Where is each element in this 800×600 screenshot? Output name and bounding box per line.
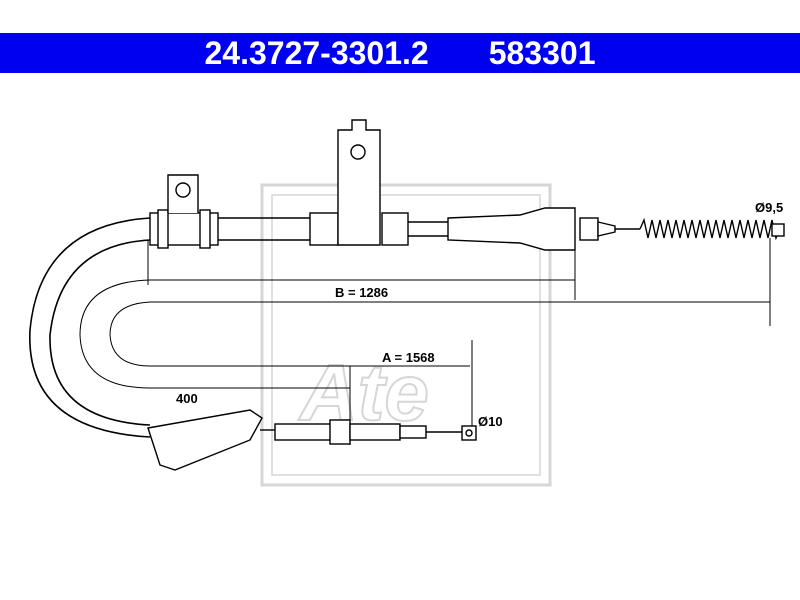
- reference-number: 583301: [488, 34, 596, 71]
- part-number: 24.3727-3301.2: [204, 34, 429, 71]
- dimension-a-label: A = 1568: [382, 350, 435, 365]
- diameter-eye-label: Ø10: [478, 414, 503, 429]
- dimension-b-label: B = 1286: [335, 285, 388, 300]
- watermark-logo-text: Ate: [298, 348, 429, 437]
- offset-label: 400: [176, 391, 198, 406]
- lower-cable-assembly: [147, 409, 477, 471]
- upper-cable-assembly: [149, 119, 785, 251]
- header-bar: 24.3727-3301.2 583301: [0, 33, 800, 73]
- cable-sheath: [29, 217, 151, 438]
- ate-watermark: Ate: [260, 183, 552, 487]
- diameter-end-label: Ø9,5: [755, 200, 783, 215]
- dimension-loop: [79, 238, 771, 445]
